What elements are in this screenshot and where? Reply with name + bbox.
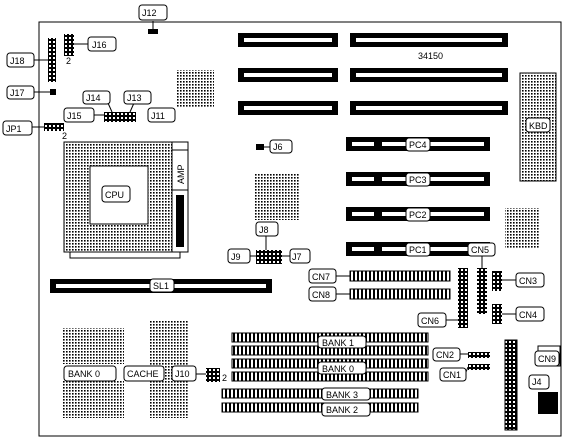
cn8-connector xyxy=(349,288,451,300)
cn7-connector xyxy=(349,270,451,282)
cn5-label: CN5 xyxy=(471,245,489,255)
j16-header xyxy=(64,34,74,56)
pin2-j16-label: 2 xyxy=(66,56,71,66)
cn6-connector xyxy=(458,268,468,328)
cn2-header xyxy=(468,352,490,358)
cpu-label: CPU xyxy=(105,190,124,200)
cn3-connector xyxy=(492,271,502,291)
j4-connector xyxy=(538,392,558,414)
j6-label: J6 xyxy=(273,142,283,152)
cn4-connector xyxy=(492,304,502,324)
j13-j14-j15-headers xyxy=(104,112,136,122)
j15-label: J15 xyxy=(67,111,82,121)
bank3-label: BANK 3 xyxy=(326,390,358,400)
bank1-label: BANK 1 xyxy=(322,338,354,348)
amp-label-box xyxy=(171,149,189,191)
j4-label: J4 xyxy=(532,377,542,387)
j8-label: J8 xyxy=(259,225,269,235)
cn5-connector xyxy=(477,268,487,314)
chipset-chip-mid xyxy=(255,174,299,220)
bank0-simm-label: BANK 0 xyxy=(322,364,354,374)
j12-label: J12 xyxy=(142,8,157,18)
cn1-label: CN1 xyxy=(443,370,461,380)
board-model-text: 34150 xyxy=(418,51,443,61)
j9-label: J9 xyxy=(231,252,241,262)
cn9-label: CN9 xyxy=(538,354,556,364)
cn4-label: CN4 xyxy=(519,310,537,320)
j10-header xyxy=(206,368,220,382)
isa-slots-left xyxy=(238,33,338,115)
pc4-label: PC4 xyxy=(409,140,427,150)
pc3-label: PC3 xyxy=(409,175,427,185)
j17-header xyxy=(50,89,56,95)
cn1-header xyxy=(468,364,490,370)
sl1-label: SL1 xyxy=(153,281,169,291)
j18-label: J18 xyxy=(10,56,25,66)
cache-label: CACHE xyxy=(127,369,159,379)
j6-header xyxy=(256,144,264,150)
cn3-label: CN3 xyxy=(519,276,537,286)
bank2-label: BANK 2 xyxy=(326,405,358,415)
j14-label: J14 xyxy=(86,93,101,103)
j18-header xyxy=(48,38,56,82)
kbd-label: KBD xyxy=(529,121,548,131)
isa-slots-right xyxy=(350,33,508,115)
jp1-label: JP1 xyxy=(6,124,22,134)
chipset-chip-right xyxy=(505,208,539,248)
pc1-label: PC1 xyxy=(409,245,427,255)
bank0-chip-bottom xyxy=(62,380,124,418)
j7-j8-j9-headers xyxy=(256,250,282,264)
j11-label: J11 xyxy=(151,111,165,121)
j10-label: J10 xyxy=(175,369,190,379)
jp1-header xyxy=(44,123,64,131)
j7-label: J7 xyxy=(292,252,302,262)
cn8-label: CN8 xyxy=(312,290,330,300)
pc2-label: PC2 xyxy=(409,210,427,220)
pin2-jp1-label: 2 xyxy=(62,131,67,141)
j13-label: J13 xyxy=(127,93,142,103)
power-connector xyxy=(504,339,518,431)
cn2-label: CN2 xyxy=(436,350,454,360)
j17-label: J17 xyxy=(10,88,25,98)
cn7-label: CN7 xyxy=(312,272,330,282)
bank0-chip-top xyxy=(62,328,124,364)
chipset-chip-top xyxy=(176,70,214,108)
j16-label: J16 xyxy=(92,40,107,50)
label-boxes xyxy=(2,4,560,417)
j12-header xyxy=(148,29,158,34)
bank0-label: BANK 0 xyxy=(68,369,100,379)
pin2-j10-label: 2 xyxy=(222,373,227,383)
amp-label: AMP xyxy=(176,164,186,184)
cn6-label: CN6 xyxy=(421,316,439,326)
